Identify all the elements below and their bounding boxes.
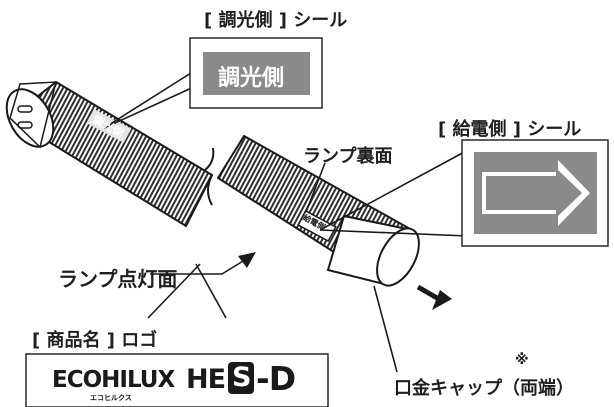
lamp-tube bbox=[5, 80, 420, 287]
dimming-seal-title: [ 調光側 ] シール bbox=[204, 10, 348, 31]
lamp-lit-face-label: ランプ点灯面 bbox=[58, 267, 178, 291]
product-logo-title: [ 商品名 ] ロゴ bbox=[32, 330, 158, 351]
direction-arrow bbox=[416, 284, 452, 310]
logo-boxed-s: S bbox=[228, 362, 255, 394]
dimming-seal-text: 調光側 bbox=[218, 66, 285, 91]
lamp-back-label: ランプ裏面 bbox=[303, 146, 393, 167]
power-seal-title: [ 給電側 ] シール bbox=[438, 119, 582, 140]
logo-suffix: -D bbox=[256, 359, 296, 398]
logo-subtext: エコヒルクス bbox=[90, 394, 132, 402]
logo-series: HE bbox=[186, 364, 226, 395]
power-seal-text: 給電側 bbox=[494, 184, 561, 209]
cap-note-mark: ※ bbox=[515, 352, 529, 368]
right-end-cap bbox=[326, 214, 420, 287]
product-logo-box bbox=[25, 353, 329, 407]
dimming-seal-callout bbox=[189, 37, 323, 109]
power-seal-callout bbox=[461, 139, 609, 247]
cap-label: 口金キャップ（両端） bbox=[394, 378, 574, 399]
left-end-cap bbox=[5, 81, 57, 149]
logo-brand: ECOHILUX bbox=[52, 367, 175, 393]
